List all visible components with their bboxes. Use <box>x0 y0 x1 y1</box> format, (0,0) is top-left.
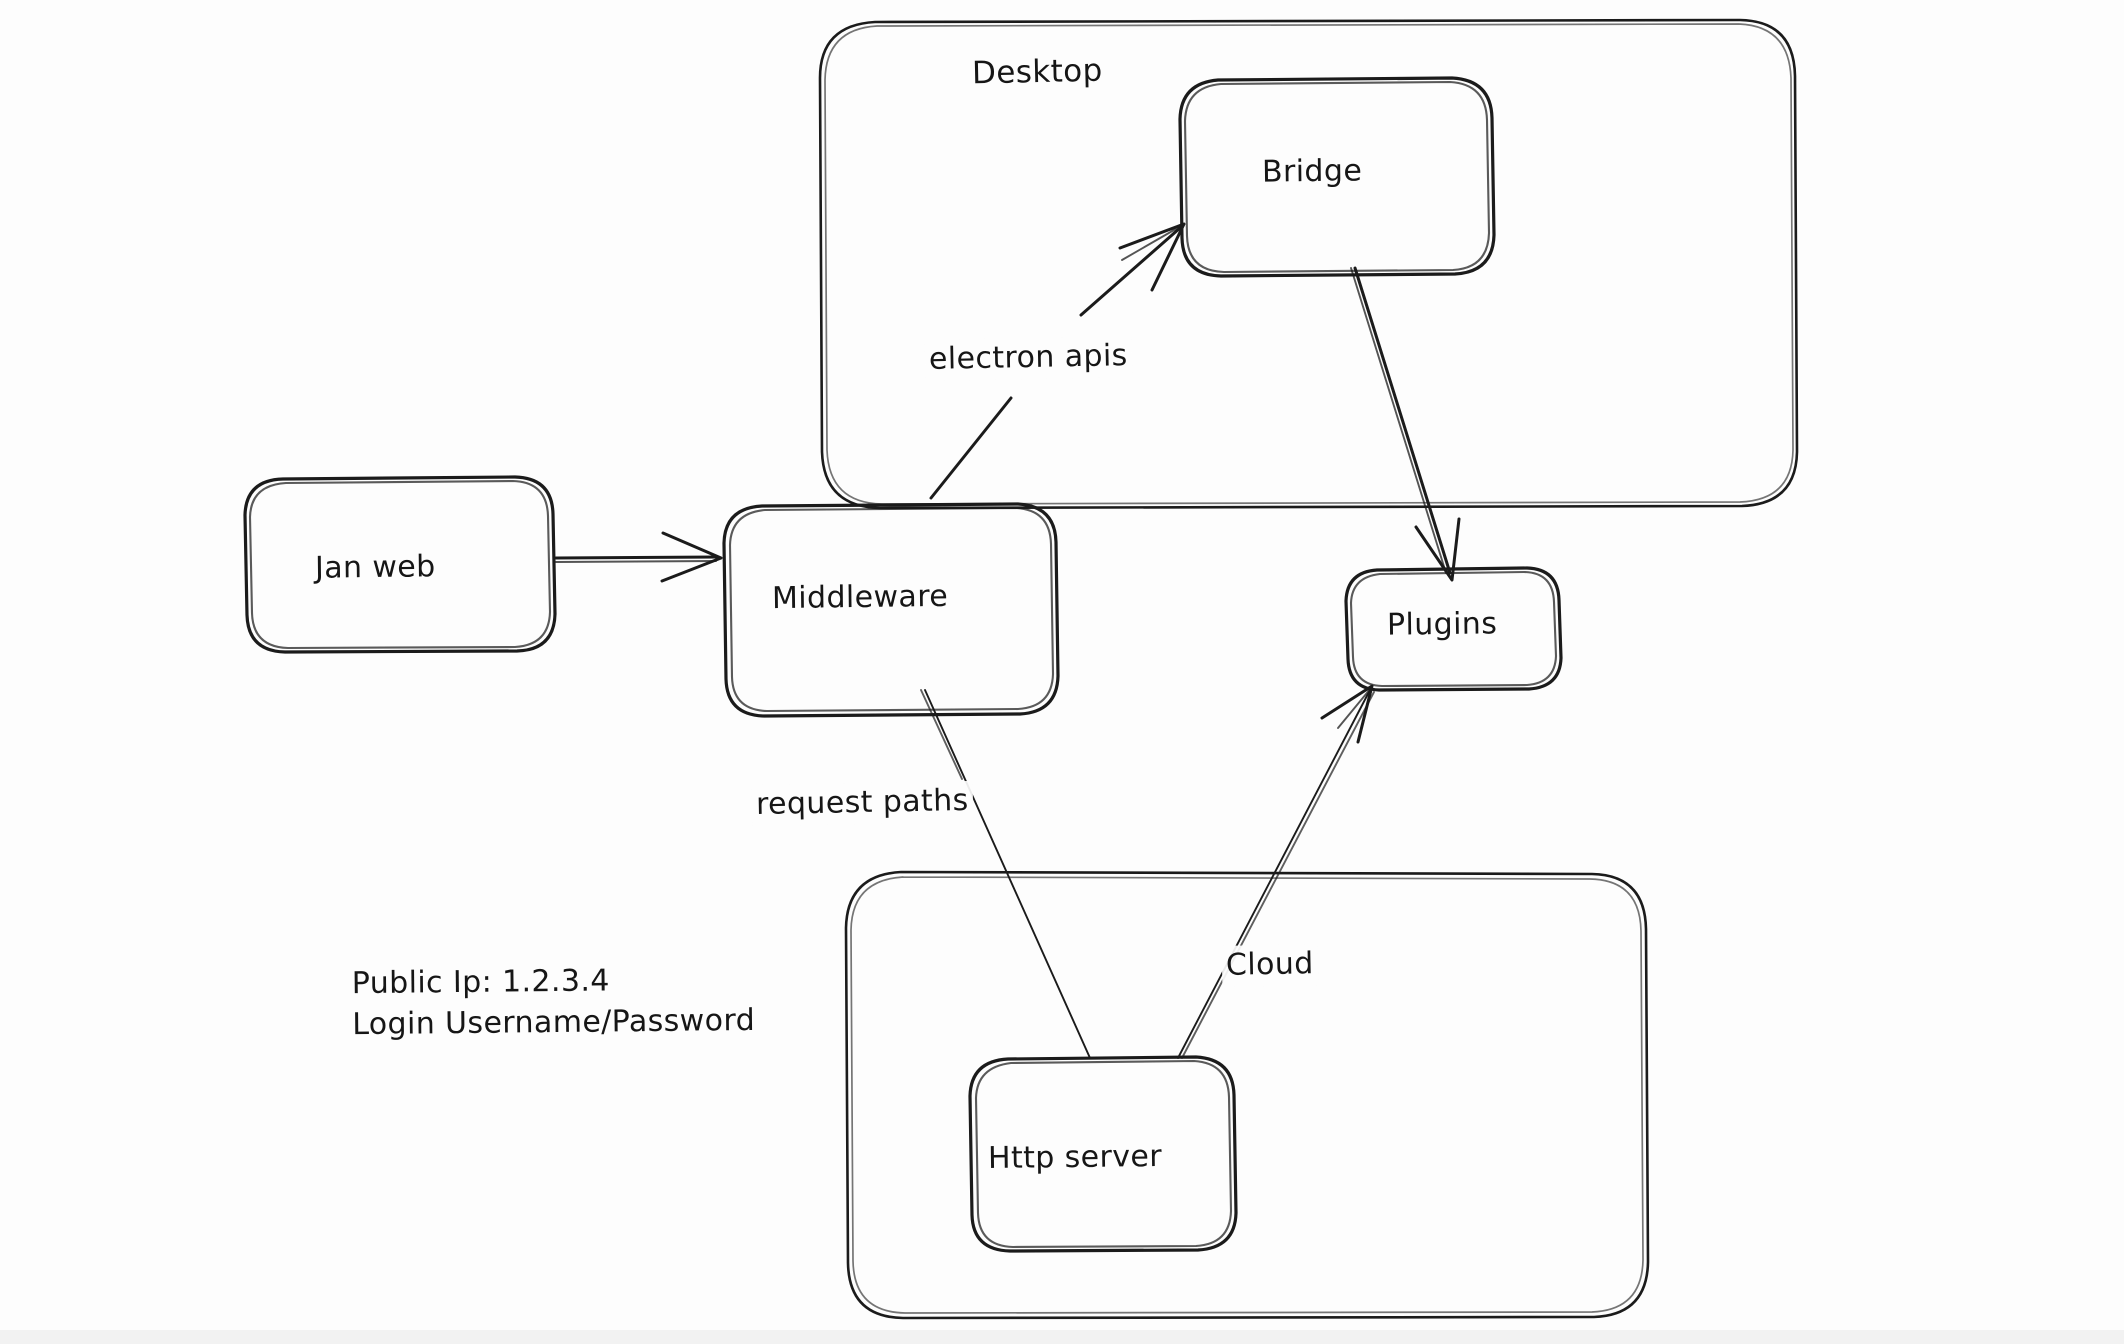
edge-httpserver-plugins <box>1177 684 1375 1059</box>
edge-label-electron-apis: electron apis <box>924 336 1133 381</box>
node-label-plugins: Plugins <box>1386 606 1498 643</box>
group-desktop-outline <box>818 18 1799 510</box>
node-label-jan-web: Jan web <box>314 549 436 586</box>
node-label-bridge: Bridge <box>1261 153 1363 190</box>
node-jan-web-outline <box>243 475 557 654</box>
edge-janweb-middleware <box>554 531 723 583</box>
edge-middleware-bridge <box>929 222 1186 500</box>
note-line-login: Login Username/Password <box>352 1002 756 1042</box>
node-bridge-outline <box>1178 76 1496 278</box>
group-label-desktop: Desktop <box>971 52 1103 92</box>
edge-label-request-paths: request paths <box>751 780 973 826</box>
edge-middleware-httpserver <box>920 689 1091 1059</box>
note-server-credentials: Public Ip: 1.2.3.4 Login Username/Passwo… <box>352 960 756 1045</box>
node-middleware-outline <box>722 502 1060 718</box>
group-cloud-outline <box>844 870 1650 1320</box>
node-label-middleware: Middleware <box>771 578 949 617</box>
node-plugins-outline <box>1344 566 1563 692</box>
node-label-http-server: Http server <box>987 1138 1163 1177</box>
edge-bridge-plugins <box>1350 266 1461 582</box>
note-line-public-ip: Public Ip: 1.2.3.4 <box>351 963 610 1002</box>
node-http-server-outline <box>968 1055 1238 1253</box>
edge-label-cloud: Cloud <box>1221 944 1319 987</box>
bottom-strip <box>0 1330 2124 1344</box>
